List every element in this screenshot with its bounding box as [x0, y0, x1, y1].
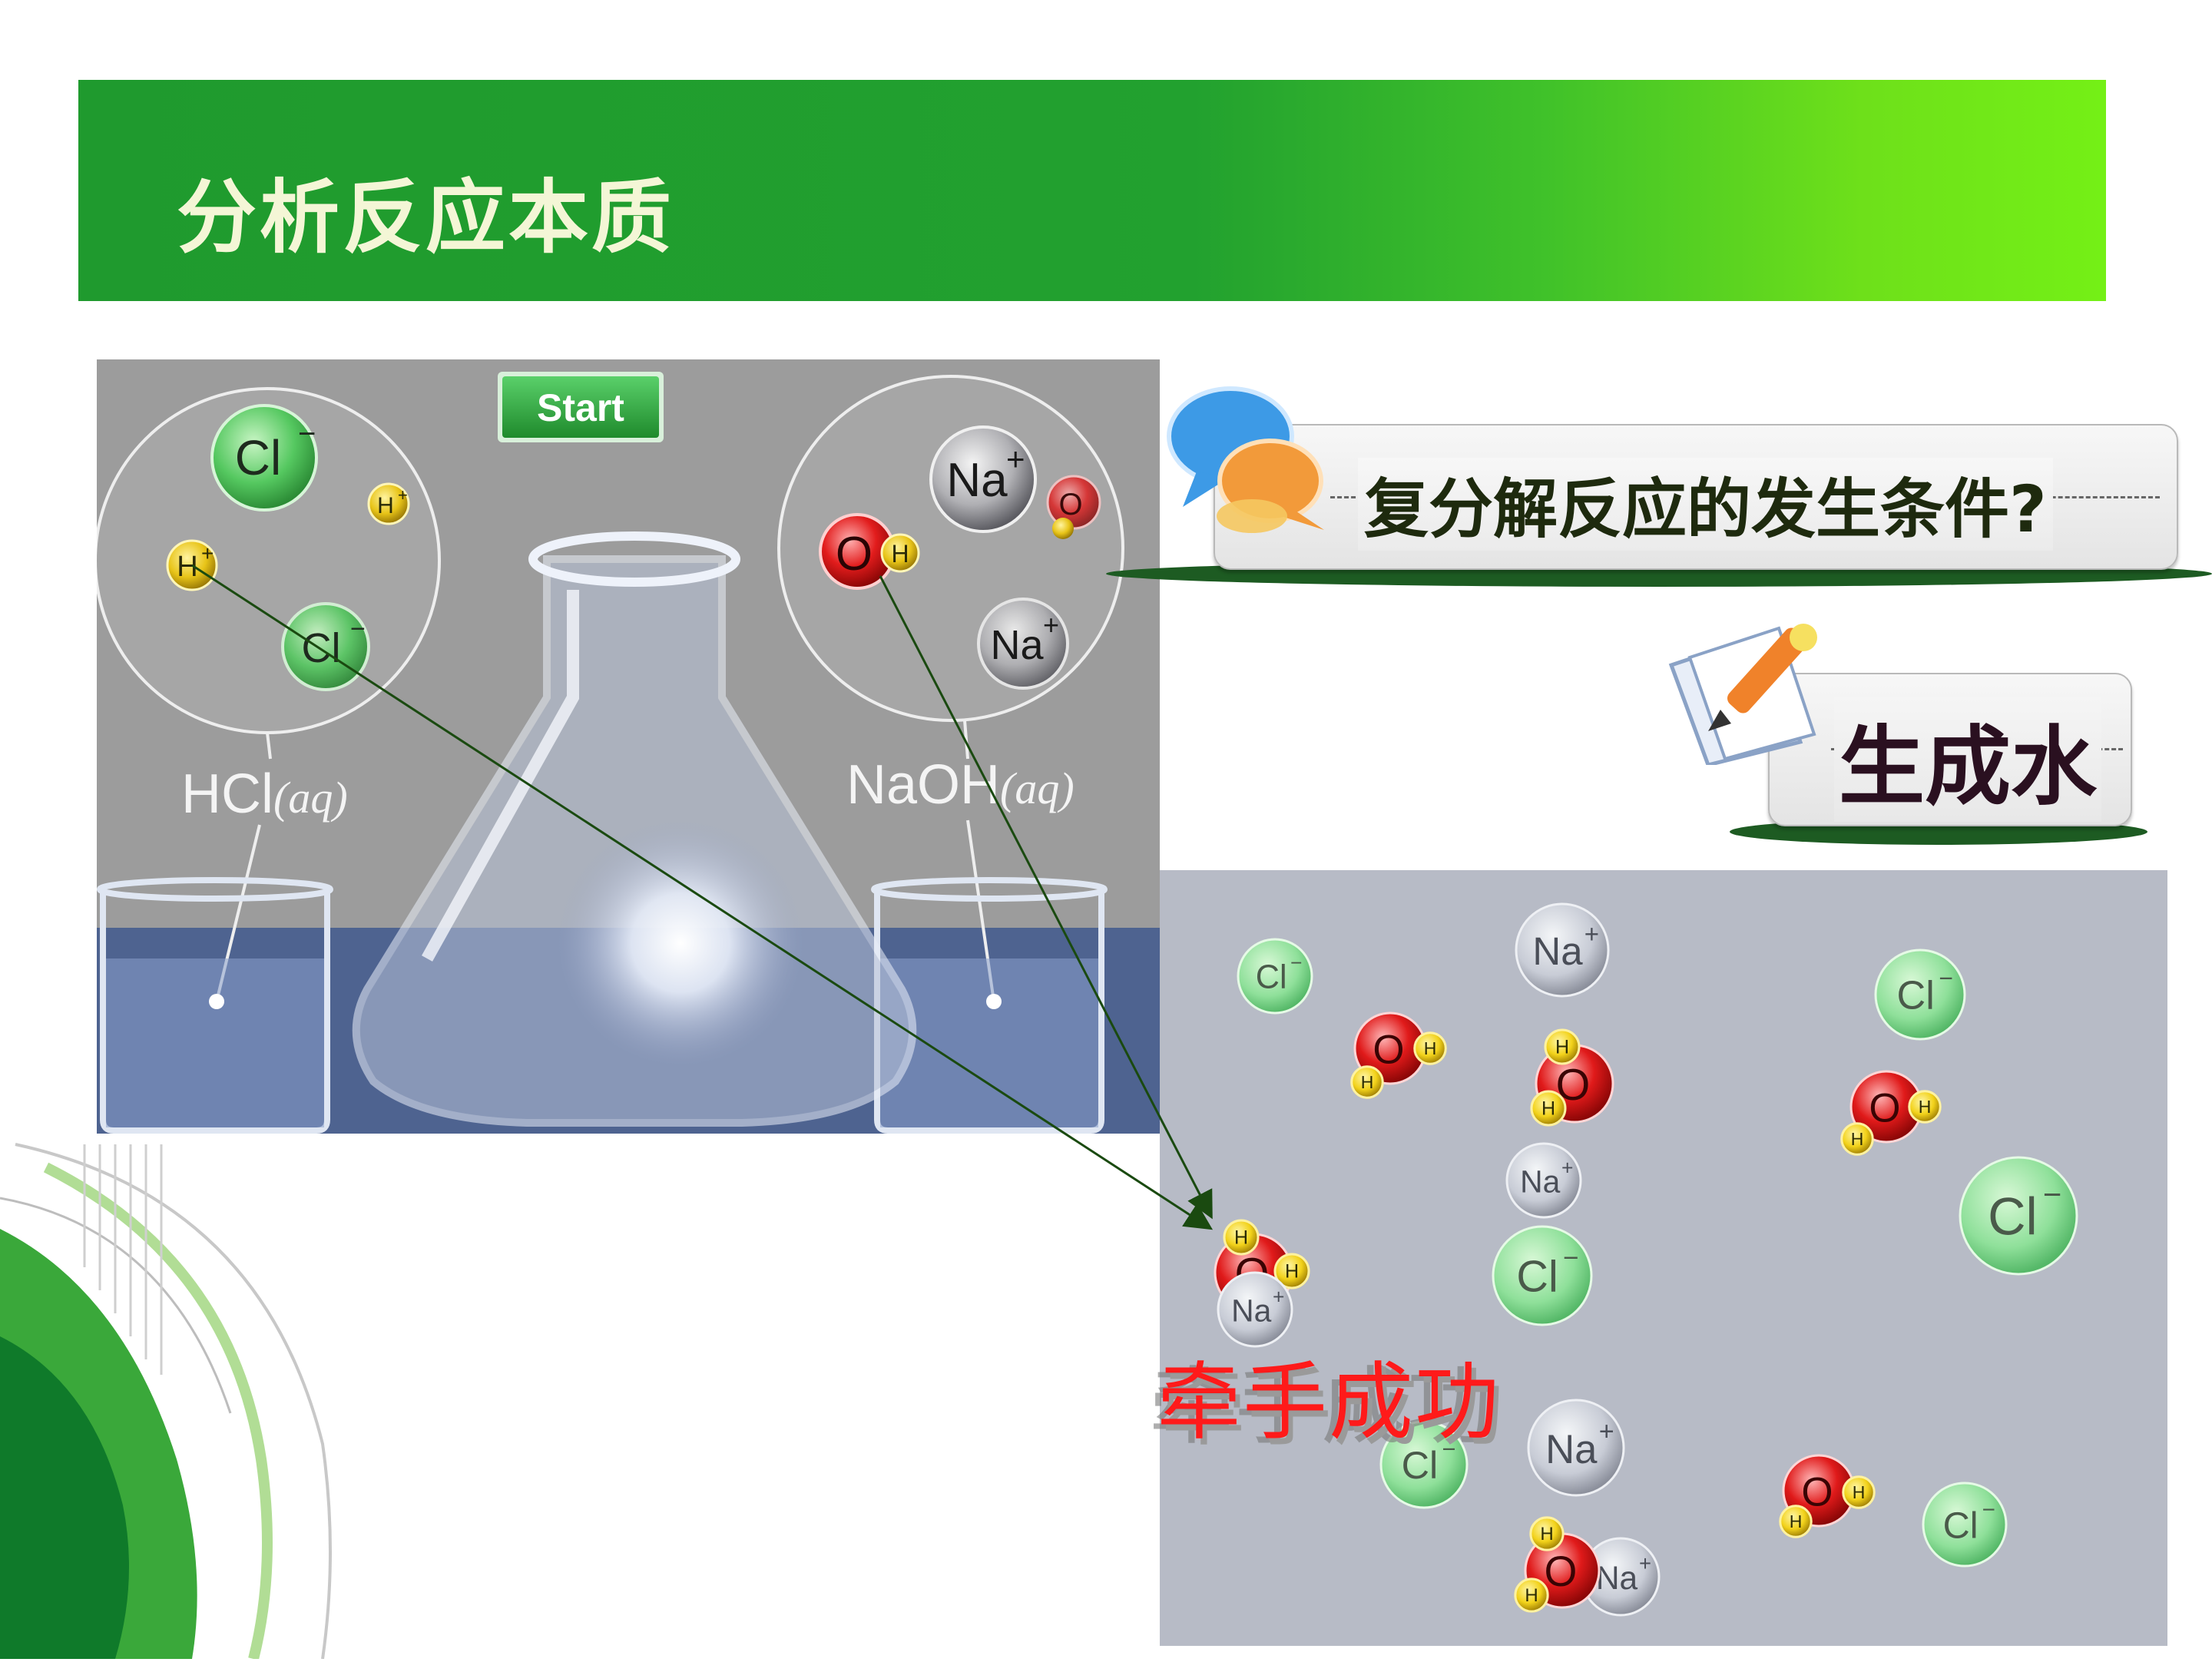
svg-text:H: H [1525, 1585, 1538, 1606]
svg-text:+: + [1043, 609, 1059, 641]
svg-text:O: O [836, 528, 873, 581]
chloride-ion: Cl− [1379, 1420, 1469, 1509]
svg-text:H: H [891, 540, 909, 568]
sodium-ion: Na+ [977, 598, 1069, 690]
start-button-label: Start [537, 386, 624, 429]
hydrogen-ion: H+ [367, 482, 410, 525]
svg-text:Cl: Cl [235, 430, 281, 485]
svg-text:−: − [1442, 1435, 1456, 1462]
sodium-ion: Na+ [1505, 1142, 1582, 1219]
sodium-ion: Na+ [1515, 902, 1610, 998]
svg-text:−: − [298, 417, 316, 451]
water-molecule: OHH [1530, 1028, 1614, 1127]
svg-text:H: H [1424, 1038, 1437, 1058]
svg-text:Na: Na [990, 622, 1044, 668]
svg-text:H: H [1790, 1511, 1803, 1531]
naoh-label: NaOH(aq) [846, 754, 1075, 816]
hydrogen-ion: H+ [166, 539, 218, 591]
chloride-ion: Cl− [210, 404, 318, 512]
svg-text:+: + [1561, 1156, 1573, 1179]
svg-text:H: H [1851, 1129, 1864, 1149]
svg-text:+: + [1639, 1551, 1651, 1575]
svg-text:O: O [1373, 1027, 1404, 1072]
svg-text:+: + [398, 485, 408, 505]
svg-text:−: − [2043, 1176, 2061, 1212]
svg-text:Na: Na [1532, 929, 1583, 973]
svg-text:H: H [1234, 1227, 1248, 1249]
chloride-ion: Cl− [1922, 1482, 2008, 1568]
slide-title: 分析反应本质 [177, 171, 675, 264]
svg-text:Cl: Cl [1402, 1443, 1439, 1487]
svg-text:H: H [1853, 1482, 1866, 1502]
svg-text:−: − [350, 614, 366, 644]
chloride-ion: Cl− [1959, 1156, 2078, 1276]
chloride-ion: Cl− [281, 602, 370, 691]
sodium-ion: Na+ [929, 425, 1037, 533]
svg-text:+: + [1599, 1417, 1614, 1446]
svg-text:Cl: Cl [1897, 974, 1935, 1018]
svg-text:Na: Na [1520, 1164, 1560, 1199]
svg-text:O: O [1801, 1469, 1833, 1515]
chloride-ion: Cl− [1874, 949, 1966, 1041]
question-text: 复分解反应的发生条件? [1358, 458, 2053, 551]
answer-text: 生成水 [1834, 697, 2101, 822]
svg-text:H: H [177, 551, 197, 583]
svg-text:+: + [1006, 441, 1025, 477]
svg-text:+: + [1273, 1285, 1284, 1308]
svg-text:Cl: Cl [1256, 958, 1287, 995]
svg-text:−: − [1563, 1243, 1579, 1273]
question-callout: 复分解反应的发生条件? [1214, 424, 2178, 570]
svg-text:H: H [1285, 1261, 1299, 1283]
reaction-simulation: Start HCl(aq) NaOH(aq) [97, 359, 1160, 1134]
sodium-ion: Na+ [1527, 1399, 1625, 1497]
svg-text:H: H [1919, 1097, 1932, 1117]
svg-text:H: H [1555, 1037, 1569, 1058]
svg-text:O: O [1869, 1085, 1900, 1131]
answer-callout: 生成水 [1768, 673, 2132, 826]
svg-text:O: O [1058, 488, 1082, 521]
decorative-swirl [0, 1137, 353, 1660]
svg-text:H: H [1541, 1098, 1555, 1120]
water-molecule: OH H [1514, 1516, 1601, 1613]
chloride-ion: Cl− [1237, 938, 1313, 1015]
svg-text:Na: Na [1545, 1427, 1598, 1472]
svg-text:H: H [377, 493, 394, 518]
svg-text:+: + [201, 541, 214, 565]
start-button[interactable]: Start [498, 372, 664, 442]
svg-text:Cl: Cl [1988, 1187, 2038, 1246]
svg-text:−: − [1982, 1497, 1995, 1522]
pencil-document-icon [1664, 611, 1833, 767]
chloride-ion: Cl− [1492, 1225, 1593, 1326]
svg-text:Cl: Cl [1943, 1505, 1979, 1546]
svg-text:+: + [1584, 919, 1599, 948]
svg-text:Na: Na [1596, 1561, 1638, 1597]
sodium-ion: Na+ [1217, 1271, 1293, 1348]
title-banner: 分析反应本质 [78, 80, 2106, 301]
svg-text:H: H [1540, 1524, 1553, 1544]
hydroxide-ion-small: O [1046, 475, 1101, 539]
svg-text:−: − [1939, 965, 1953, 992]
svg-text:Na: Na [946, 454, 1008, 507]
svg-text:Cl: Cl [302, 625, 341, 671]
ion-solution-panel: Cl−Na+Cl−OHHOHHOHHNa+Cl−Cl−OHHNa+Cl−Na+O… [1160, 870, 2167, 1646]
svg-text:Na: Na [1231, 1293, 1271, 1328]
svg-text:−: − [1290, 951, 1302, 974]
success-label: 牵手成功 [1157, 1353, 1501, 1452]
chat-bubbles-icon [1166, 379, 1335, 541]
svg-text:H: H [1361, 1072, 1374, 1092]
svg-text:Cl: Cl [1516, 1252, 1558, 1301]
hcl-label: HCl(aq) [181, 763, 348, 825]
svg-text:O: O [1545, 1548, 1578, 1595]
